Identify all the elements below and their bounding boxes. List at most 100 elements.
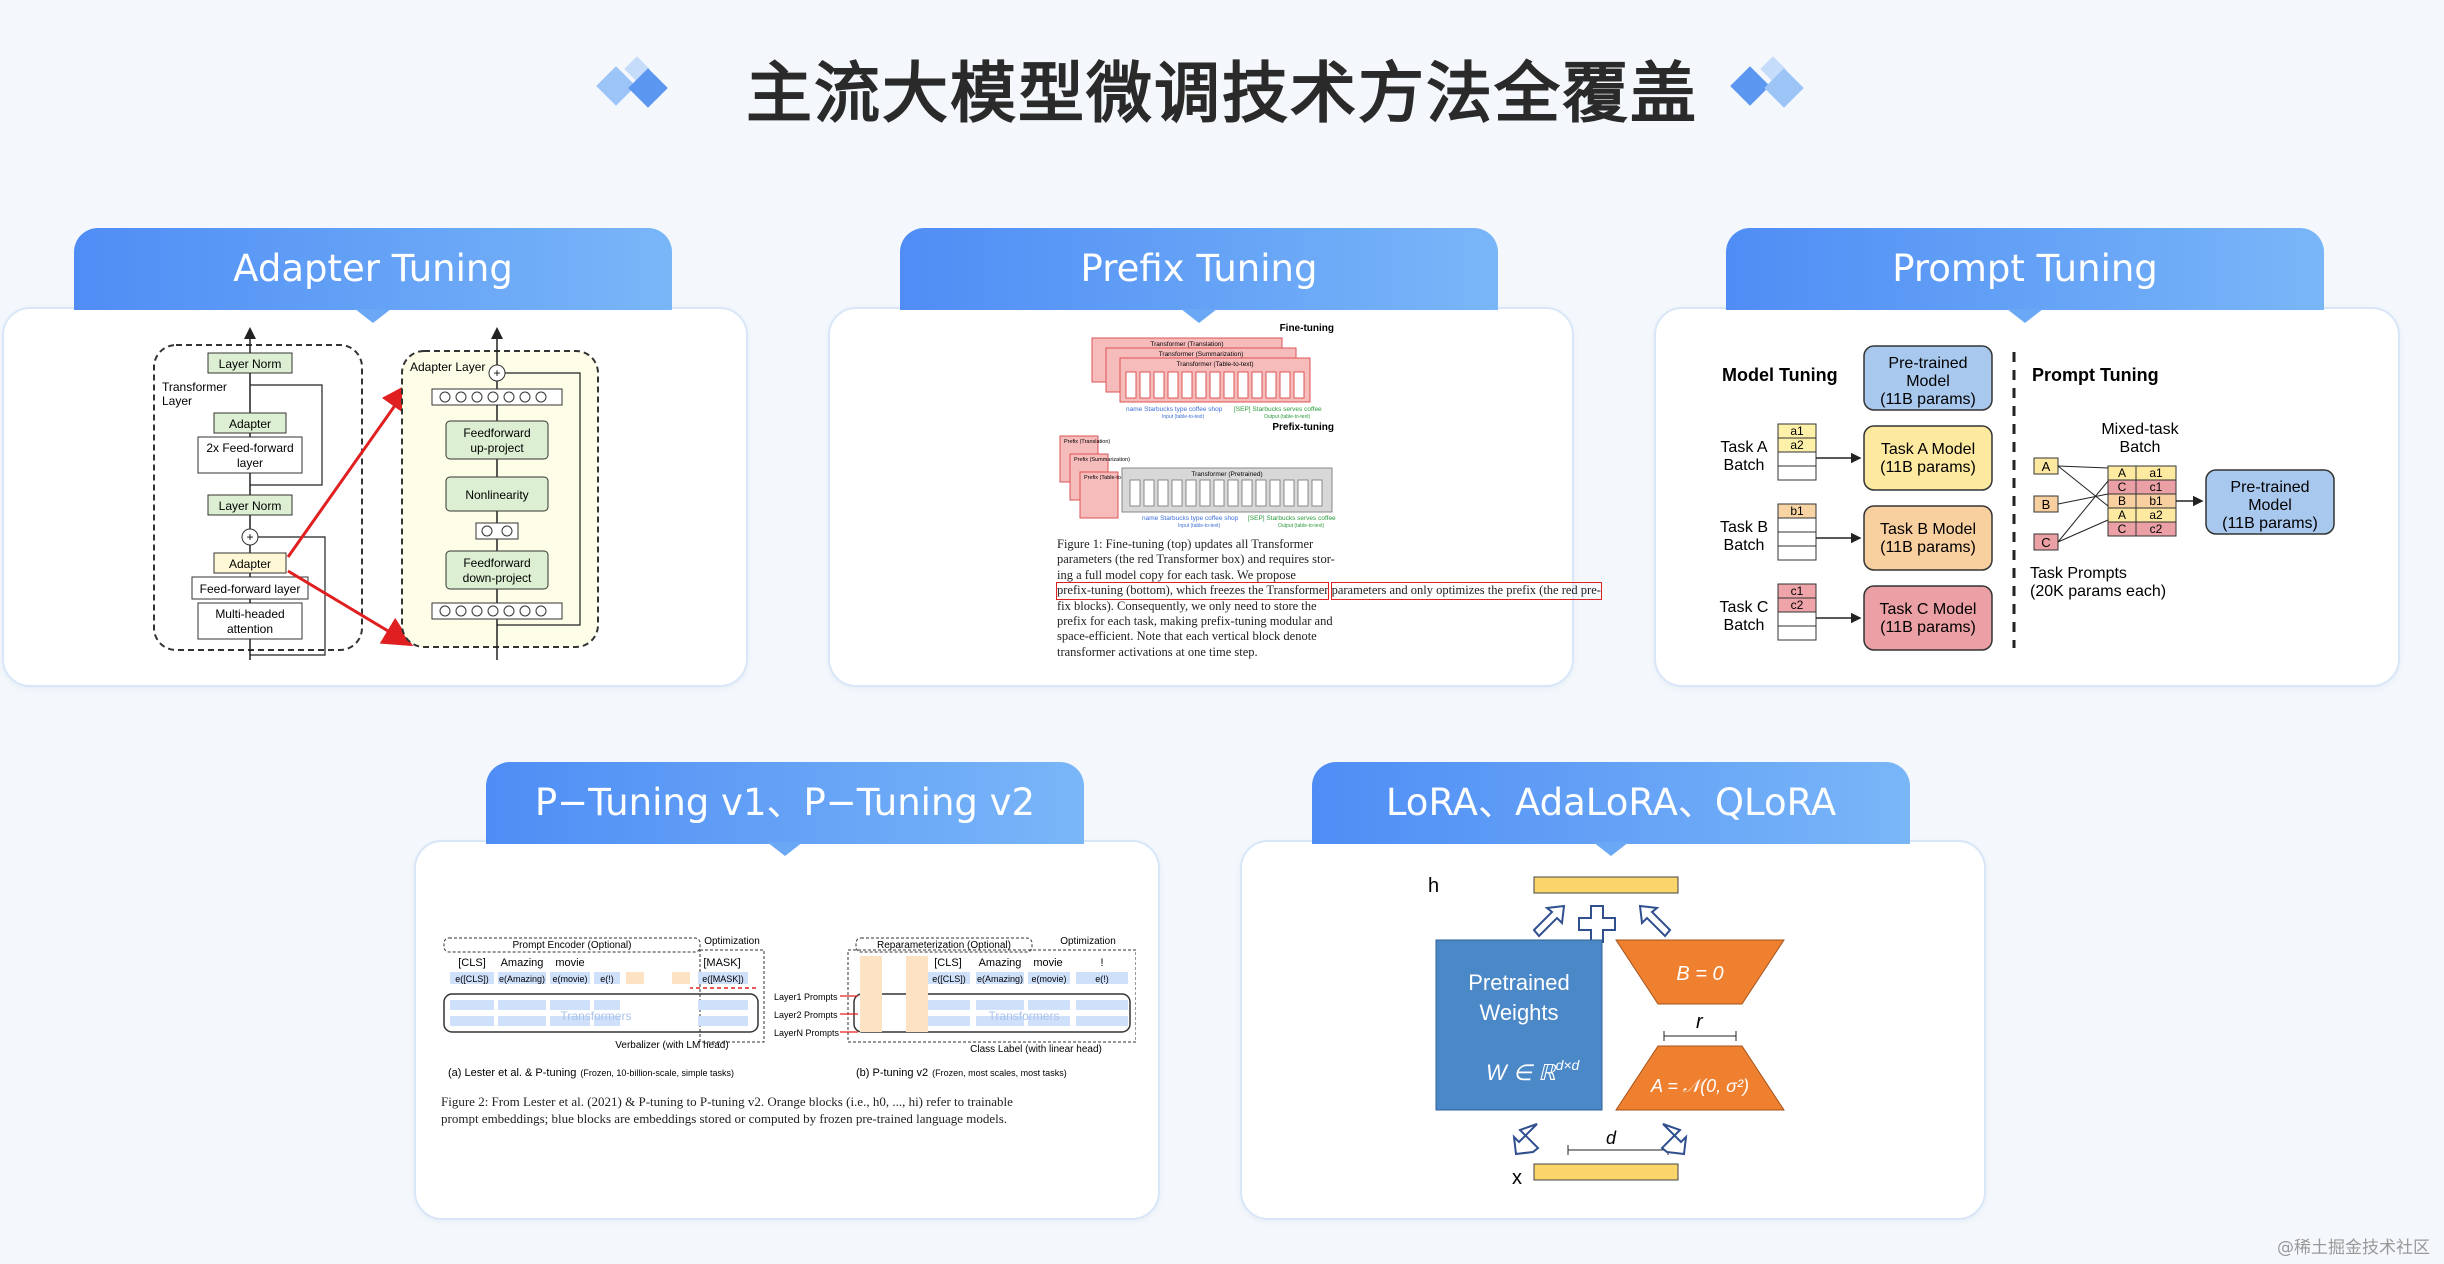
prompt-tab: Prompt Tuning <box>1726 228 2324 310</box>
svg-text:Layer Norm: Layer Norm <box>219 499 282 513</box>
svg-text:[SEP] Starbucks serves coffee: [SEP] Starbucks serves coffee <box>1248 515 1336 522</box>
svg-text:(20K params each): (20K params each) <box>2030 583 2166 600</box>
svg-text:movie: movie <box>1033 957 1062 969</box>
svg-text:x: x <box>1512 1167 1522 1189</box>
svg-text:a1: a1 <box>1790 424 1804 438</box>
svg-text:C: C <box>2118 480 2127 494</box>
svg-text:W ∈ ℝd×d: W ∈ ℝd×d <box>1486 1057 1581 1085</box>
svg-text:Adapter Layer: Adapter Layer <box>410 360 485 374</box>
svg-text:Optimization: Optimization <box>1060 936 1116 947</box>
svg-text:Task C: Task C <box>1720 599 1769 616</box>
svg-text:2x Feed-forward: 2x Feed-forward <box>206 441 293 455</box>
svg-text:Layer: Layer <box>162 394 192 408</box>
svg-text:Feedforward: Feedforward <box>463 426 530 440</box>
adapter-tab-notch <box>355 309 391 323</box>
svg-text:Model: Model <box>1906 373 1950 390</box>
svg-text:Feed-forward layer: Feed-forward layer <box>200 582 301 596</box>
svg-text:Model: Model <box>2248 497 2292 514</box>
svg-text:e([MASK]): e([MASK]) <box>702 974 744 984</box>
svg-text:Input (table-to-text): Input (table-to-text) <box>1162 414 1205 420</box>
svg-text:Layer1 Prompts: Layer1 Prompts <box>774 992 838 1002</box>
svg-text:Transformer (Table-to-text): Transformer (Table-to-text) <box>1176 361 1253 368</box>
svg-text:B = 0: B = 0 <box>1676 963 1723 985</box>
svg-text:C: C <box>2118 522 2127 536</box>
up-arrow-left-icon <box>1532 904 1566 938</box>
svg-text:(a) Lester et al. & P-tuning(F: (a) Lester et al. & P-tuning(Frozen, 10-… <box>448 1067 734 1079</box>
svg-text:Prefix (Translation): Prefix (Translation) <box>1064 439 1110 445</box>
svg-text:Task B Model: Task B Model <box>1880 521 1976 538</box>
svg-text:Batch: Batch <box>1724 537 1765 554</box>
svg-text:+: + <box>493 366 500 380</box>
svg-text:e(movie): e(movie) <box>1031 974 1066 984</box>
svg-text:Batch: Batch <box>2120 439 2161 456</box>
ptuning-caption: Figure 2: From Lester et al. (2021) & P-… <box>441 1094 1013 1126</box>
svg-text:(b) P-tuning v2(Frozen, most s: (b) P-tuning v2(Frozen, most scales, mos… <box>856 1067 1067 1079</box>
svg-text:Transformer (Summarization): Transformer (Summarization) <box>1159 351 1244 358</box>
svg-text:(11B params): (11B params) <box>1880 619 1976 636</box>
svg-text:Mixed-task: Mixed-task <box>2101 421 2179 438</box>
svg-text:b1: b1 <box>1790 504 1804 518</box>
svg-text:Prefix (Table-to-text): Prefix (Table-to-text) <box>1084 475 1134 481</box>
svg-text:Prefix (Summarization): Prefix (Summarization) <box>1074 457 1130 463</box>
svg-text:Nonlinearity: Nonlinearity <box>465 488 528 502</box>
up-arrow-right-icon <box>1638 904 1672 938</box>
svg-text:Feedforward: Feedforward <box>463 556 530 570</box>
svg-text:B: B <box>2042 497 2051 512</box>
svg-text:e(movie): e(movie) <box>552 974 587 984</box>
svg-text:movie: movie <box>555 957 584 969</box>
svg-text:down-project: down-project <box>463 571 532 585</box>
prefix-tab: Prefix Tuning <box>900 228 1498 310</box>
svg-text:name Starbucks type coffee sho: name Starbucks type coffee shop <box>1142 515 1239 522</box>
svg-text:c2: c2 <box>1791 598 1804 612</box>
svg-text:LayerN Prompts: LayerN Prompts <box>774 1028 840 1038</box>
svg-text:Task A: Task A <box>1720 439 1767 456</box>
svg-text:e([CLS]): e([CLS]) <box>932 974 966 984</box>
svg-text:[CLS]: [CLS] <box>934 957 962 969</box>
svg-text:Transformers: Transformers <box>561 1009 632 1023</box>
svg-text:e(!): e(!) <box>600 974 614 984</box>
svg-text:Adapter: Adapter <box>229 417 271 431</box>
svg-text:[CLS]: [CLS] <box>458 957 486 969</box>
svg-text:Task Prompts: Task Prompts <box>2030 565 2127 582</box>
lora-tab: LoRA、AdaLoRA、QLoRA <box>1312 762 1910 844</box>
svg-text:b1: b1 <box>2149 494 2163 508</box>
adapter-tab: Adapter Tuning <box>74 228 672 310</box>
svg-text:Amazing: Amazing <box>979 957 1022 969</box>
prompt-diagram: Model Tuning Pre-trained Model (11B para… <box>1720 345 2335 651</box>
transformer-layer-label: Transformer <box>162 380 227 394</box>
layer-norm-top: Layer Norm <box>219 357 282 371</box>
svg-text:Pretrained: Pretrained <box>1468 970 1570 995</box>
svg-text:(11B params): (11B params) <box>1880 459 1976 476</box>
lora-diagram: h Pretrained Weights W ∈ ℝd×d B = 0 r A … <box>1428 875 1785 1189</box>
svg-text:A: A <box>2042 459 2051 474</box>
svg-text:Input (table-to-text): Input (table-to-text) <box>1178 523 1221 528</box>
svg-text:c1: c1 <box>1791 584 1804 598</box>
svg-text:h: h <box>1428 875 1439 897</box>
lora-tab-notch <box>1593 842 1629 856</box>
svg-text:Batch: Batch <box>1724 457 1765 474</box>
up-arrow-x-right-icon <box>1660 1123 1688 1156</box>
svg-text:Output (table-to-text): Output (table-to-text) <box>1278 523 1324 528</box>
svg-text:Multi-headed: Multi-headed <box>215 607 284 621</box>
svg-text:a1: a1 <box>2149 466 2163 480</box>
svg-text:Task C Model: Task C Model <box>1880 601 1977 618</box>
ptuning-tab-notch <box>767 842 803 856</box>
svg-text:Task A Model: Task A Model <box>1881 441 1975 458</box>
svg-text:Pre-trained: Pre-trained <box>1888 355 1967 372</box>
svg-text:Prefix-tuning: Prefix-tuning <box>1272 422 1334 433</box>
svg-text:Pre-trained: Pre-trained <box>2230 479 2309 496</box>
svg-text:name Starbucks type coffee sho: name Starbucks type coffee shop <box>1126 406 1223 413</box>
svg-text:Verbalizer (with LM head): Verbalizer (with LM head) <box>615 1040 728 1051</box>
svg-text:Transformer (Translation): Transformer (Translation) <box>1150 341 1223 348</box>
svg-text:[SEP] Starbucks serves coffee: [SEP] Starbucks serves coffee <box>1234 406 1322 413</box>
svg-text:e(!): e(!) <box>1095 974 1109 984</box>
svg-text:Fine-tuning: Fine-tuning <box>1280 323 1334 334</box>
svg-text:Adapter: Adapter <box>229 557 271 571</box>
svg-text:Prompt Encoder (Optional): Prompt Encoder (Optional) <box>513 940 632 951</box>
up-arrow-x-left-icon <box>1512 1123 1540 1156</box>
svg-text:Transformer (Pretrained): Transformer (Pretrained) <box>1191 471 1262 478</box>
svg-text:attention: attention <box>227 622 273 636</box>
svg-text:Weights: Weights <box>1479 1000 1558 1025</box>
plus-icon <box>1578 905 1616 943</box>
ptuning-tab: P−Tuning v1、P−Tuning v2 <box>486 762 1084 844</box>
